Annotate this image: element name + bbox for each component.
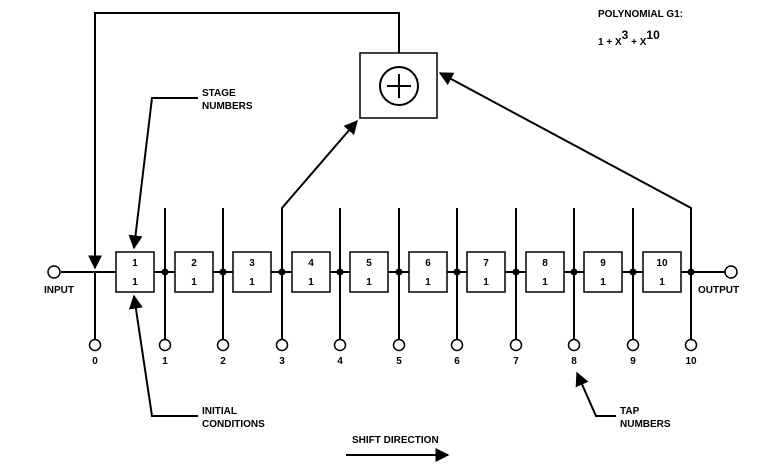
tap-number: 7 <box>513 356 519 367</box>
stage-initial-value: 1 <box>425 277 431 288</box>
tap-number: 0 <box>92 356 98 367</box>
tap-terminal <box>158 338 172 352</box>
polynomial-title: POLYNOMIAL G1: <box>598 9 683 20</box>
tap-junction-dot <box>336 268 344 276</box>
stage-5: 51 <box>349 251 389 293</box>
tap-1: 1 <box>158 208 172 367</box>
tap-0: 0 <box>88 272 102 367</box>
shift-direction-label: SHIFT DIRECTION <box>352 435 439 446</box>
tap-numbers-label-line1: TAP <box>620 406 640 417</box>
tap-terminal <box>216 338 230 352</box>
input-terminal <box>47 265 61 279</box>
tap-10: 10 <box>684 268 698 367</box>
tap-number: 1 <box>162 356 168 367</box>
stage-8: 81 <box>525 251 565 293</box>
tap-junction-dot <box>570 268 578 276</box>
tap-terminal <box>684 338 698 352</box>
stage-3: 31 <box>232 251 272 293</box>
tap-terminal <box>450 338 464 352</box>
polynomial-expression: 1 + X3 + X10 <box>598 28 660 48</box>
stage-number: 5 <box>366 258 372 269</box>
tap10-feedback-wire <box>438 72 692 272</box>
tap-5: 5 <box>392 208 406 367</box>
stage-6: 61 <box>408 251 448 293</box>
stage-numbers-label-line1: STAGE <box>202 88 236 99</box>
tap-6: 6 <box>450 208 464 367</box>
stage-4: 41 <box>291 251 331 293</box>
output-terminal <box>724 265 738 279</box>
tap-number: 5 <box>396 356 402 367</box>
initial-conditions-label-line1: INITIAL <box>202 406 237 417</box>
output-label: OUTPUT <box>698 285 739 296</box>
tap-number: 6 <box>454 356 460 367</box>
stage-10: 10 1 <box>642 251 682 293</box>
input-label: INPUT <box>44 285 74 296</box>
tap-junction-dot <box>453 268 461 276</box>
tap-points: 0 1 2 3 4 5 6 7 8 9 10 <box>88 208 698 367</box>
stage-number: 6 <box>425 258 431 269</box>
stage-number: 10 <box>656 258 668 269</box>
stage-initial-value: 1 <box>132 277 138 288</box>
tap-terminal <box>392 338 406 352</box>
tap-junction-dot <box>687 268 695 276</box>
xor-adder <box>359 52 438 119</box>
tap-9: 9 <box>626 208 640 367</box>
tap-number: 9 <box>630 356 636 367</box>
stage-initial-value: 1 <box>366 277 372 288</box>
stage-number: 2 <box>191 258 197 269</box>
stage-initial-value: 1 <box>308 277 314 288</box>
stage-initial-value: 1 <box>191 277 197 288</box>
tap-7: 7 <box>509 208 523 367</box>
tap-terminal <box>88 338 102 352</box>
tap-terminal <box>567 338 581 352</box>
stage-number: 9 <box>600 258 606 269</box>
tap-junction-dot <box>278 268 286 276</box>
tap-terminal <box>333 338 347 352</box>
xor-adder-icon <box>379 66 419 106</box>
stage-9: 91 <box>583 251 623 293</box>
feedback-wire <box>88 12 400 270</box>
stage-7: 71 <box>466 251 506 293</box>
stage-numbers-pointer <box>128 97 198 250</box>
stage-number: 3 <box>249 258 255 269</box>
tap-junction-dot <box>629 268 637 276</box>
stage-initial-value: 1 <box>600 277 606 288</box>
tap-3: 3 <box>275 268 289 367</box>
tap-junction-dot <box>395 268 403 276</box>
tap-terminal <box>509 338 523 352</box>
tap-terminal <box>626 338 640 352</box>
initial-conditions-label-line2: CONDITIONS <box>202 419 265 430</box>
tap-terminal <box>275 338 289 352</box>
tap-4: 4 <box>333 208 347 367</box>
stage-initial-value: 1 <box>249 277 255 288</box>
tap-number: 4 <box>337 356 343 367</box>
tap-junction-dot <box>161 268 169 276</box>
stage-initial-value: 1 <box>659 277 665 288</box>
tap-number: 2 <box>220 356 226 367</box>
tap-2: 2 <box>216 208 230 367</box>
tap-8: 8 <box>567 208 581 367</box>
tap-number: 10 <box>685 356 697 367</box>
tap3-feedback-wire <box>281 119 358 272</box>
stage-number: 4 <box>308 258 314 269</box>
tap-junction-dot <box>512 268 520 276</box>
stage-1: 11 <box>115 251 155 293</box>
stage-number: 7 <box>483 258 489 269</box>
stage-initial-value: 1 <box>542 277 548 288</box>
stage-initial-value: 1 <box>483 277 489 288</box>
tap-number: 3 <box>279 356 285 367</box>
stage-2: 21 <box>174 251 214 293</box>
tap-number: 8 <box>571 356 577 367</box>
tap-numbers-pointer <box>575 371 616 417</box>
stage-number: 8 <box>542 258 548 269</box>
stage-numbers-label-line2: NUMBERS <box>202 101 253 112</box>
tap-numbers-label-line2: NUMBERS <box>620 419 671 430</box>
tap-junction-dot <box>219 268 227 276</box>
initial-conditions-pointer <box>128 294 198 417</box>
stage-number: 1 <box>132 258 138 269</box>
